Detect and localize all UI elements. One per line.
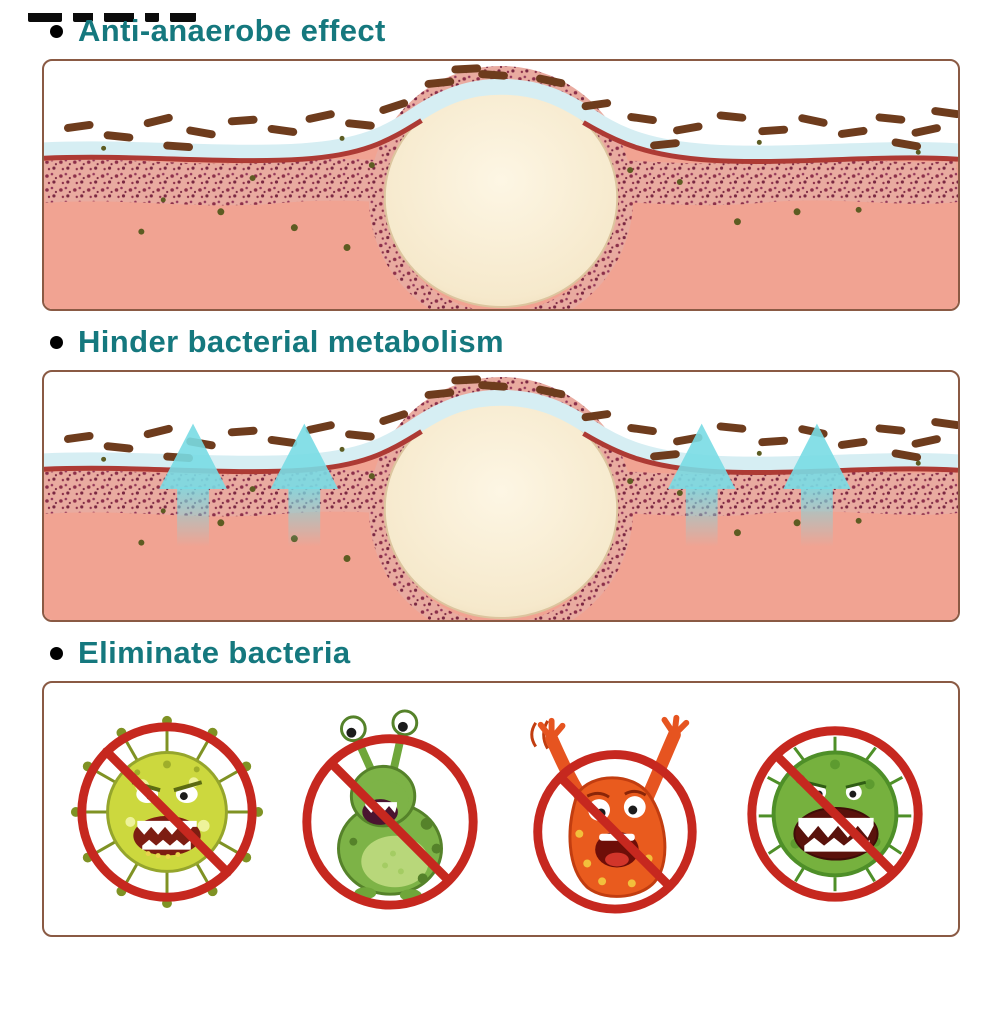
- hinder-metabolism-panel: [42, 370, 960, 622]
- skin-cross-section-with-arrows-illustration: [44, 372, 958, 620]
- section-hinder-metabolism: Hinder bacterial metabolism: [42, 324, 960, 622]
- eliminate-bacteria-panel: [42, 681, 960, 937]
- cropped-header-remnant: [28, 13, 196, 22]
- section-header: Hinder bacterial metabolism: [50, 324, 960, 360]
- orange-screaming-germ-icon: [530, 714, 697, 914]
- prohibition-icon: [747, 726, 923, 902]
- section-title: Hinder bacterial metabolism: [78, 324, 504, 359]
- section-header: Eliminate bacteria: [50, 635, 960, 671]
- green-virus-germ-icon: [747, 726, 923, 902]
- bullet-dot: [50, 335, 63, 349]
- prohibition-icon: [302, 734, 478, 910]
- bullet-dot: [50, 646, 63, 660]
- infographic-page: Anti-anaerobe effect Hinder bacterial me…: [0, 13, 1001, 937]
- section-header: Anti-anaerobe effect: [50, 13, 960, 49]
- anti-anaerobe-panel: [42, 59, 960, 311]
- green-slug-germ-icon: [302, 709, 478, 910]
- section-title: Anti-anaerobe effect: [78, 13, 386, 48]
- prohibition-icon: [533, 750, 697, 914]
- section-anti-anaerobe: Anti-anaerobe effect: [42, 13, 960, 311]
- spiky-yellow-green-germ-icon: [71, 715, 264, 909]
- section-title: Eliminate bacteria: [78, 635, 351, 670]
- section-eliminate-bacteria: Eliminate bacteria: [42, 635, 960, 937]
- prohibition-icon: [77, 722, 257, 902]
- bullet-dot: [50, 24, 63, 38]
- skin-cross-section-illustration: [44, 61, 958, 309]
